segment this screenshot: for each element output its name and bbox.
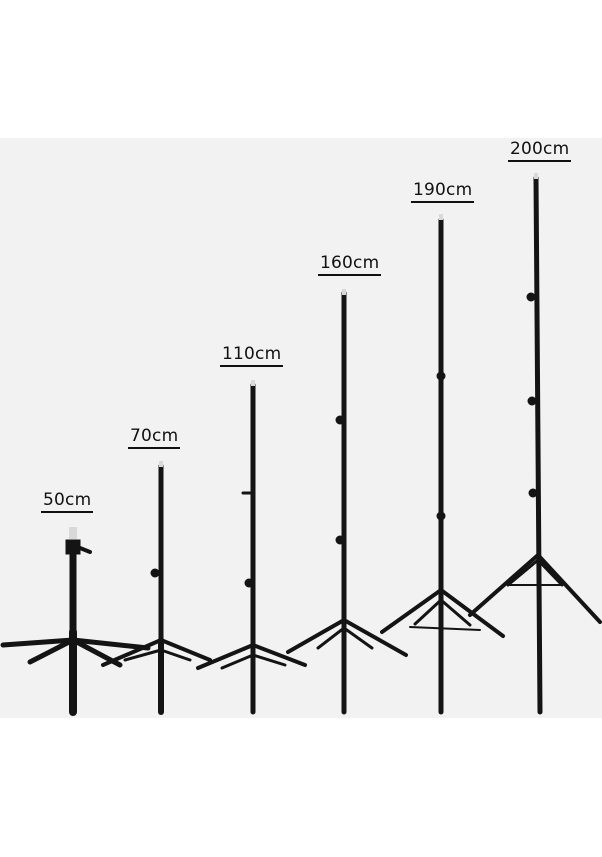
product-photo-background: [0, 138, 602, 718]
stand-70cm: [101, 463, 212, 715]
label-70cm: 70cm: [128, 426, 181, 449]
stand-190cm: [380, 217, 505, 715]
stand-110cm: [196, 382, 307, 715]
label-160cm: 160cm: [318, 253, 382, 276]
stand-50cm-tip: [69, 527, 77, 539]
stand-50cm: [0, 539, 151, 716]
label-110cm: 110cm: [220, 344, 284, 367]
stand-160cm-tip: [342, 289, 346, 295]
stand-110cm-tip: [251, 380, 255, 386]
label-200cm: 200cm: [508, 139, 572, 162]
stand-160cm: [286, 290, 408, 715]
label-190cm: 190cm: [411, 180, 475, 203]
stand-200cm-tip: [534, 173, 538, 179]
stand-70cm-tip: [159, 461, 163, 467]
label-50cm: 50cm: [41, 490, 94, 513]
stand-190cm-tip: [439, 214, 443, 220]
stand-200cm: [468, 175, 602, 715]
